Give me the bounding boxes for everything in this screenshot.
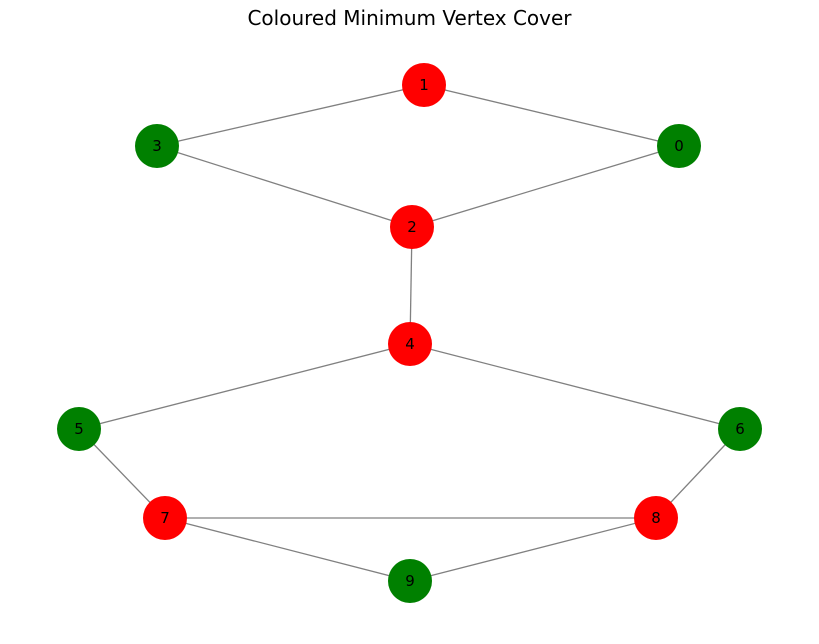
edge-4-5 xyxy=(78,343,411,430)
node-circle-7 xyxy=(143,496,187,540)
node-circle-6 xyxy=(718,407,762,451)
node-circle-4 xyxy=(388,322,432,366)
node-label-4: 4 xyxy=(405,335,415,353)
node-6: 6 xyxy=(718,407,762,451)
node-circle-0 xyxy=(657,124,701,168)
node-label-8: 8 xyxy=(651,509,661,527)
node-7: 7 xyxy=(143,496,187,540)
node-circle-2 xyxy=(390,205,434,249)
node-circle-3 xyxy=(135,124,179,168)
edge-3-2 xyxy=(156,145,413,228)
node-label-9: 9 xyxy=(405,572,415,590)
edge-1-3 xyxy=(156,84,425,147)
node-1: 1 xyxy=(402,63,446,107)
node-circle-9 xyxy=(388,559,432,603)
node-circle-1 xyxy=(402,63,446,107)
edge-7-9 xyxy=(164,517,411,582)
node-label-0: 0 xyxy=(674,137,684,155)
node-4: 4 xyxy=(388,322,432,366)
node-circle-5 xyxy=(57,407,101,451)
node-label-1: 1 xyxy=(419,76,429,94)
nodes-layer: 0 1 2 3 4 5 6 7 8 9 xyxy=(57,63,762,603)
node-label-3: 3 xyxy=(152,137,162,155)
edge-1-0 xyxy=(423,84,680,147)
node-9: 9 xyxy=(388,559,432,603)
node-0: 0 xyxy=(657,124,701,168)
node-circle-8 xyxy=(634,496,678,540)
edge-0-2 xyxy=(411,145,680,228)
edge-4-6 xyxy=(409,343,741,430)
node-2: 2 xyxy=(390,205,434,249)
node-5: 5 xyxy=(57,407,101,451)
node-label-7: 7 xyxy=(160,509,170,527)
node-label-5: 5 xyxy=(74,420,84,438)
node-label-6: 6 xyxy=(735,420,745,438)
node-8: 8 xyxy=(634,496,678,540)
edge-8-9 xyxy=(409,517,657,582)
graph-title: Coloured Minimum Vertex Cover xyxy=(247,6,572,30)
node-3: 3 xyxy=(135,124,179,168)
node-label-2: 2 xyxy=(407,218,417,236)
